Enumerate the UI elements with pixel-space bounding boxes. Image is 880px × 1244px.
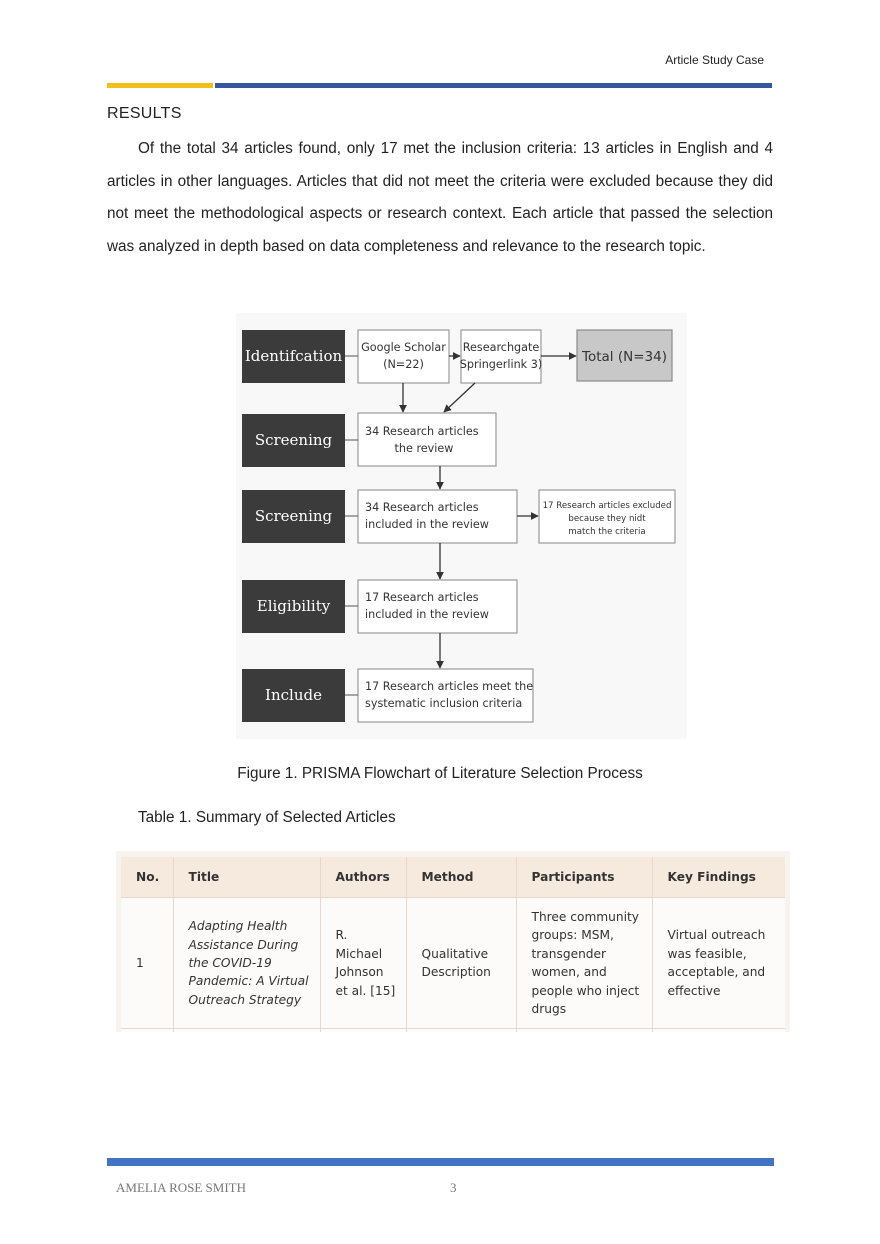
col-header-title: Title: [173, 857, 321, 898]
box-total: [576, 329, 673, 382]
stage-label-identification: Identifcation: [245, 347, 343, 365]
table-row-partial: [121, 1028, 785, 1032]
figure-caption: Figure 1. PRISMA Flowchart of Literature…: [237, 765, 643, 782]
stage-box-identification: [242, 330, 345, 383]
stage-label-eligibility: Eligibility: [257, 597, 331, 615]
included-line-1: 34 Research articles: [365, 501, 479, 514]
box-final-articles: [357, 668, 534, 723]
header-rule-blue: [215, 83, 772, 88]
col-header-authors: Authors: [320, 857, 407, 898]
stage-box-eligibility: [242, 580, 345, 633]
box-researchgate: [460, 329, 542, 384]
arrow-researchgate-down: [443, 382, 476, 413]
box-eligible-articles: [357, 579, 518, 634]
stage-box-include: [242, 669, 345, 722]
col-header-method: Method: [406, 857, 517, 898]
table-caption: Table 1. Summary of Selected Articles: [138, 809, 396, 826]
box-included-articles: [357, 489, 518, 544]
screening-line-1: 34 Research articles: [365, 425, 479, 438]
researchgate-line-1: Researchgate: [463, 341, 540, 354]
excluded-line-2: because they nidt: [568, 514, 646, 524]
google-line-2: (N=22): [383, 358, 424, 371]
eligible-line-1: 17 Research articles: [365, 591, 479, 604]
screening-line-2: the review: [395, 442, 454, 455]
excluded-line-3: match the criteria: [568, 527, 645, 537]
researchgate-line-2: Springerlink 3): [460, 358, 542, 371]
excluded-line-1: 17 Research articles excluded: [543, 501, 672, 511]
box-google-scholar: [357, 329, 450, 384]
section-heading: RESULTS: [107, 105, 182, 122]
cell-method: Qualitative Description: [406, 897, 517, 1030]
table-header-row: No. Title Authors Method Participants Ke…: [121, 857, 785, 898]
prisma-flowchart: Identifcation Screening Screening Eligib…: [236, 313, 687, 739]
table-row: 1 Adapting Health Assistance During the …: [121, 897, 785, 1030]
results-paragraph: Of the total 34 articles found, only 17 …: [107, 140, 773, 255]
page-number: 3: [450, 1180, 457, 1195]
footer-rule: [107, 1158, 774, 1166]
stage-box-screening-2: [242, 490, 345, 543]
summary-table: No. Title Authors Method Participants Ke…: [121, 857, 785, 1032]
included-line-2: included in the review: [365, 518, 489, 531]
box-excluded-articles: [538, 489, 676, 544]
running-header: Article Study Case: [665, 53, 764, 67]
col-header-key-findings: Key Findings: [652, 857, 785, 898]
box-screening-articles: [357, 412, 497, 467]
cell-authors: R. Michael Johnson et al. [15]: [320, 897, 407, 1030]
total-label: Total (N=34): [581, 349, 667, 365]
cell-participants: Three community groups: MSM, transgender…: [516, 897, 653, 1030]
col-header-no: No.: [121, 857, 174, 898]
stage-label-screening-2: Screening: [255, 507, 333, 525]
col-header-participants: Participants: [516, 857, 653, 898]
footer-author: AMELIA ROSE SMITH: [116, 1180, 247, 1195]
stage-label-include: Include: [265, 686, 322, 704]
summary-table-image: No. Title Authors Method Participants Ke…: [116, 851, 790, 1032]
cell-title: Adapting Health Assistance During the CO…: [173, 897, 321, 1030]
google-line-1: Google Scholar: [361, 341, 446, 354]
final-line-1: 17 Research articles meet the: [365, 680, 533, 693]
cell-key-findings: Virtual outreach was feasible, acceptabl…: [652, 897, 785, 1030]
cell-no: 1: [121, 897, 174, 1030]
header-rule-yellow: [107, 83, 213, 88]
final-line-2: systematic inclusion criteria: [365, 697, 522, 710]
eligible-line-2: included in the review: [365, 608, 489, 621]
stage-box-screening-1: [242, 414, 345, 467]
stage-label-screening-1: Screening: [255, 431, 333, 449]
